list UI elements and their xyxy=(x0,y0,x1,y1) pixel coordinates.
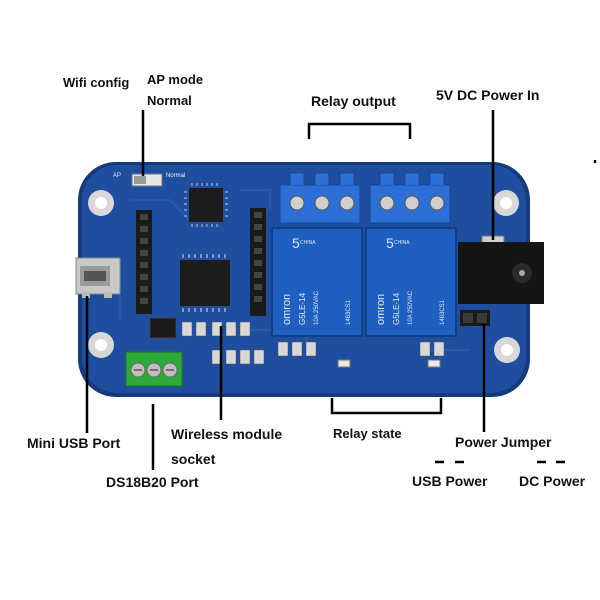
annotation-lines xyxy=(85,110,597,470)
dc-power-jack xyxy=(458,235,544,304)
relay-2-rating: 10A 250VAC xyxy=(408,290,414,325)
relay-1-country: CHINA xyxy=(300,240,316,246)
relay-2-model: G5LE-14 xyxy=(392,292,401,325)
relay-output-bracket xyxy=(307,122,412,139)
label-power-jumper: Power Jumper xyxy=(455,434,552,450)
switch-label-ap: AP xyxy=(113,173,121,179)
label-dc-power: DC Power xyxy=(519,473,586,489)
mini-usb-connector xyxy=(75,257,121,298)
relay-1-code: 1463CS1 xyxy=(346,299,352,325)
relay-1-rating: 10A 250VAC xyxy=(314,290,320,325)
label-5v-dc-power-in: 5V DC Power In xyxy=(436,87,540,103)
relay-state-led-2 xyxy=(427,359,441,368)
relay-driver-components xyxy=(277,341,445,357)
label-usb-power: USB Power xyxy=(412,473,488,489)
relay-1-brand: omron xyxy=(281,294,293,325)
label-wifi-config: Wifi config xyxy=(63,75,130,90)
relay-2-brand: omron xyxy=(375,294,387,325)
relay-2: 5 CHINA omron G5LE-14 10A 250VAC 1463CS1 xyxy=(365,227,457,337)
relay-1-mark: 5 xyxy=(292,235,300,251)
label-relay-state: Relay state xyxy=(333,426,402,441)
power-jumper xyxy=(460,310,490,326)
relay-2-code: 1463CS1 xyxy=(440,299,446,325)
wifi-config-switch: AP Normal xyxy=(113,173,185,187)
usb-serial-chip xyxy=(180,254,230,312)
smd-components xyxy=(149,317,265,365)
mounting-hole-top-left xyxy=(88,190,114,216)
ds18b20-terminal xyxy=(125,351,183,387)
relay-1-model: G5LE-14 xyxy=(298,292,307,325)
label-normal: Normal xyxy=(147,93,192,108)
label-wireless-module: Wireless module xyxy=(171,426,283,442)
relay-2-mark: 5 xyxy=(386,235,394,251)
relay-1: 5 CHINA omron G5LE-14 10A 250VAC 1463CS1 xyxy=(271,227,363,337)
switch-label-normal: Normal xyxy=(166,173,185,179)
label-socket: socket xyxy=(171,451,216,467)
mounting-hole-bottom-right xyxy=(494,337,520,363)
label-relay-output: Relay output xyxy=(311,93,396,109)
microcontroller-chip xyxy=(184,183,228,227)
wireless-module-socket-right-header xyxy=(250,208,266,316)
relay-2-country: CHINA xyxy=(394,240,410,246)
mounting-hole-top-right xyxy=(493,190,519,216)
relay-output-terminal-1 xyxy=(279,172,361,224)
label-ds18b20-port: DS18B20 Port xyxy=(106,474,199,490)
label-ap-mode: AP mode xyxy=(147,72,204,87)
wireless-module-socket-left-header xyxy=(136,210,152,314)
relay-output-terminal-2 xyxy=(369,172,451,224)
relay-state-led-1 xyxy=(337,359,351,368)
mounting-hole-bottom-left xyxy=(88,332,114,358)
label-mini-usb-port: Mini USB Port xyxy=(27,435,121,451)
relay-state-bracket xyxy=(330,398,443,415)
